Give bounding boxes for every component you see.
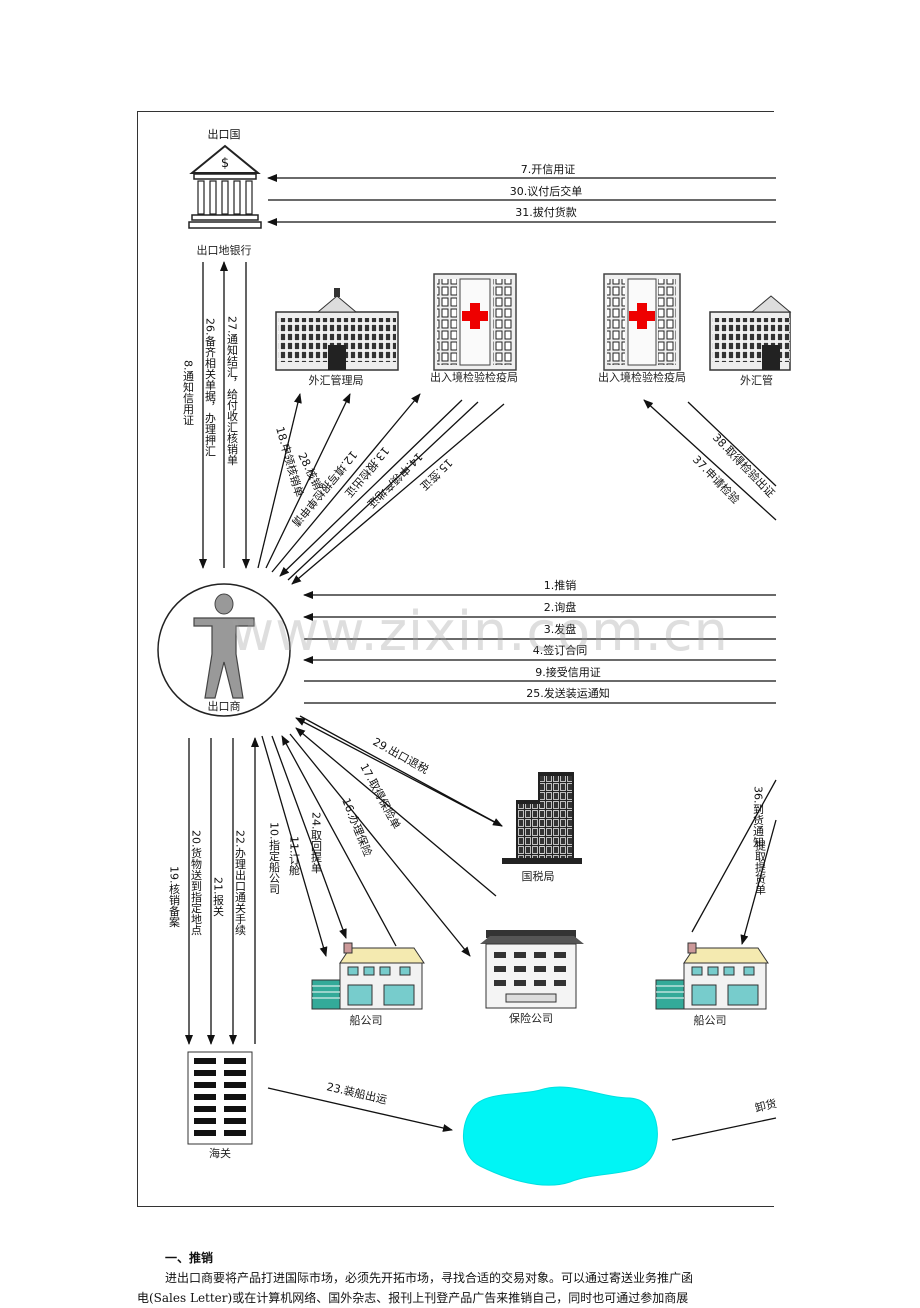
exporter-caption: 出口商 [208,699,241,713]
flow-13-arrow [279,399,463,577]
flow-7-label: 7.开信用证 [521,163,576,176]
inspection-right-icon [603,273,681,371]
flow-11-arrow [271,735,347,939]
inspection-right-caption: 出入境检验检疫局 [598,370,686,384]
flow-3-label: 3.发盘 [544,622,577,636]
paragraph-line-2: 电(Sales Letter)或在计算机网络、国外杂志、报刊上刊登产品广告来推销… [137,1291,689,1305]
ship-left-caption: 船公司 [350,1013,383,1027]
flow-15-arrow [291,403,505,585]
flow-37-arrow [643,399,777,521]
inspection-left-icon [433,273,517,371]
flow-10-arrow [261,735,328,957]
flow-20-label: 20.货物送到指定地点 [190,830,203,936]
forex-left-caption: 外汇管理局 [309,373,364,387]
flow-pickup-arrow [740,819,777,945]
flow-14-line [287,401,479,581]
insurance-company-icon [480,930,584,1009]
flow-29-back-arrow [295,717,503,827]
flow-10-label: 10.指定船公司 [268,822,281,895]
flow-24-label: 24.取回提单 [310,812,323,874]
document-text: 一、推销 进出口商要将产品打进国际市场，必须先开拓市场，寻找合适的交易对象。可以… [137,1248,777,1308]
ship-company-left-icon [311,942,425,1010]
tax-caption: 国税局 [522,869,555,883]
inspection-left-caption: 出入境检验检疫局 [430,370,518,384]
flow-12-arrow [271,393,421,573]
person-icon [193,593,255,699]
tax-bureau-icon [502,772,582,864]
flow-21-label: 21.报关 [212,877,225,917]
customs-caption: 海关 [209,1146,231,1160]
flow-16-arrow [289,733,471,957]
flow-unload-label: 卸货 [753,1096,778,1115]
flow-26-label: 26.备齐相关单据，办理押汇 [204,318,217,457]
flow-25-label: 25.发送装运通知 [526,686,610,700]
bank-icon: $ [188,144,262,229]
flow-4-label: 4.签订合同 [533,643,588,657]
paragraph-line-1: 进出口商要将产品打进国际市场，必须先开拓市场，寻找合适的交易对象。可以通过寄送业… [165,1271,694,1285]
forex-bureau-right-icon [709,295,792,371]
flow-36-label: 36.到货通知 [752,786,765,848]
right-crop-mask [774,100,920,1240]
insurance-caption: 保险公司 [509,1011,553,1025]
flow-19-label: 19.核销备案 [168,866,181,928]
flow-36-line [691,779,777,933]
customs-building-icon [187,1051,253,1145]
flow-unload-line [671,1117,777,1141]
flow-8-label: 8.通知信用证 [182,360,195,426]
flow-11-label: 11.订舱 [288,836,301,876]
ship-company-right-icon [655,942,769,1010]
flow-22-label: 22.办理出口通关手续 [234,830,247,936]
section-heading: 一、推销 [165,1251,214,1265]
flow-1-label: 1.推销 [544,578,577,592]
forex-right-caption: 外汇管 [740,373,773,387]
flow-28-arrow [265,393,351,569]
flow-9-label: 9.接受信用证 [535,666,601,679]
flow-17-arrow [295,727,497,897]
ship-right-caption: 船公司 [694,1013,727,1027]
flow-30-label: 30.议付后交单 [510,184,583,198]
sea-shape [462,1086,658,1186]
watermark: www.zixin.com.cn [230,600,729,663]
flow-38-line [687,401,777,487]
country-label: 出口国 [208,127,241,141]
forex-bureau-icon [275,288,399,371]
flow-23-arrow [267,1087,453,1132]
flow-2-label: 2.询盘 [544,600,577,614]
flow-18-arrow [257,393,302,569]
bank-caption: 出口地银行 [197,243,252,257]
flow-pickup-label: 提取提货单 [754,840,767,895]
svg-text:$: $ [221,156,229,171]
flow-24-arrow [281,735,397,947]
flow-31-label: 31.拔付货款 [515,205,577,219]
flow-27-label: 27.通知结汇，给付收汇核销单 [226,316,239,466]
